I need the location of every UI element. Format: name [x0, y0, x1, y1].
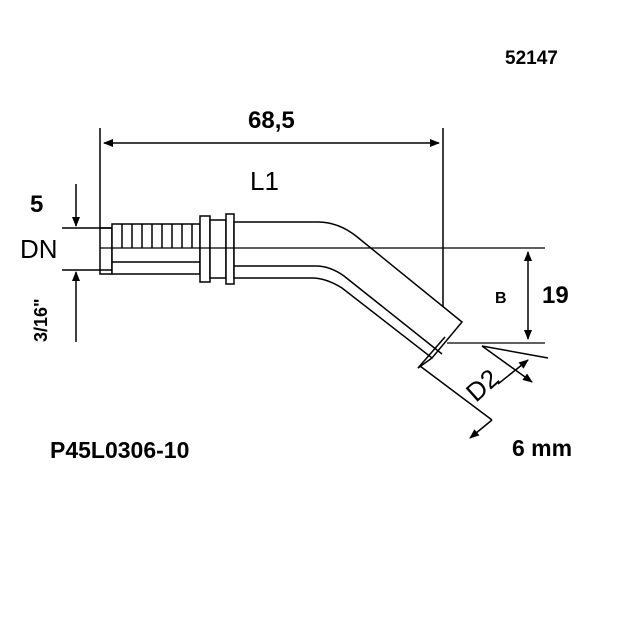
- length-label: L1: [250, 166, 279, 196]
- dn-label: DN: [20, 234, 58, 264]
- offset-label: B: [495, 290, 507, 307]
- part-number: P45L0306-10: [50, 437, 189, 463]
- size-label: 6 mm: [512, 435, 572, 461]
- thread-size: 3/16": [31, 298, 51, 342]
- dn-value: 5: [30, 191, 43, 218]
- hose-fitting: [99, 213, 464, 369]
- offset-value: 19: [542, 282, 569, 309]
- overall-length-dimension: [99, 128, 444, 330]
- d2-dimension: [419, 345, 549, 439]
- drawing-number: 52147: [505, 48, 558, 69]
- overall-length-value: 68,5: [248, 107, 295, 134]
- dn-dimension: [62, 184, 112, 342]
